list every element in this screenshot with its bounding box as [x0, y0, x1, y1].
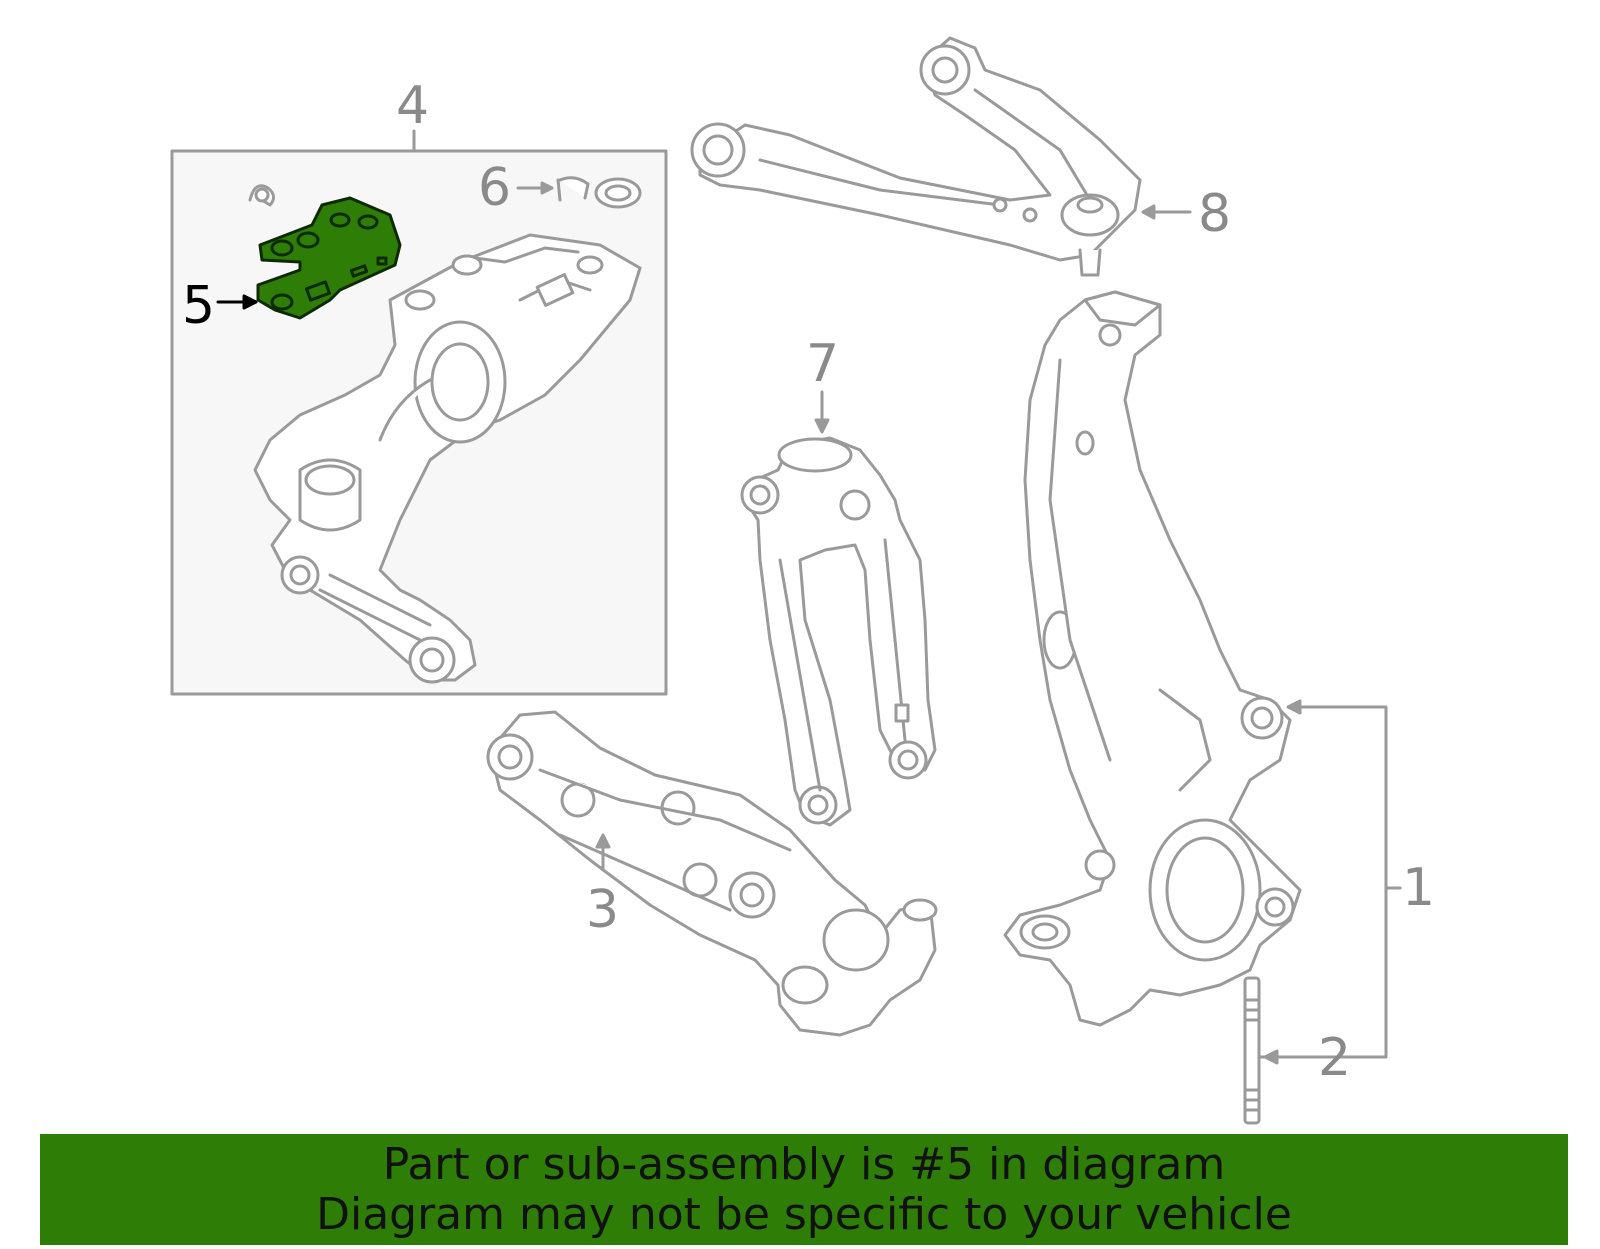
- part-3-lower-control-arm: [486, 710, 938, 1037]
- banner-line-2: Diagram may not be specific to your vehi…: [316, 1189, 1292, 1240]
- lower-control-arm-assembly: [253, 233, 642, 684]
- part-5-highlighted-bracket: [256, 196, 402, 320]
- callout-label-1[interactable]: 1: [1402, 858, 1436, 918]
- callout-label-8[interactable]: 8: [1198, 184, 1232, 244]
- callout-6-arrowhead: [540, 181, 554, 195]
- callout-5-arrowhead: [242, 294, 258, 310]
- clip-part: [248, 184, 275, 207]
- callout-label-5[interactable]: 5: [182, 276, 216, 336]
- callout-label-6[interactable]: 6: [478, 158, 512, 218]
- callout-2-arrowhead: [1263, 1049, 1279, 1065]
- callout-label-3[interactable]: 3: [586, 880, 620, 940]
- callout-7-arrowhead: [814, 418, 830, 434]
- callout-label-7[interactable]: 7: [806, 334, 840, 394]
- callout-1-bracket: [1258, 705, 1388, 1059]
- callout-3-arrowhead: [595, 833, 611, 849]
- callout-1-arrowhead: [1286, 699, 1302, 715]
- info-banner: Part or sub-assembly is #5 in diagram Di…: [40, 1134, 1568, 1245]
- banner-line-1: Part or sub-assembly is #5 in diagram: [382, 1139, 1226, 1190]
- part-7-suspension-fork: [740, 436, 937, 827]
- callout-8-arrowhead: [1141, 204, 1156, 220]
- part-8-upper-control-arm: [690, 36, 1142, 277]
- callout-label-2[interactable]: 2: [1318, 1028, 1352, 1088]
- part-6-bolt-washer: [556, 176, 642, 209]
- callout-label-4[interactable]: 4: [396, 76, 430, 136]
- part-1-steering-knuckle: [1003, 290, 1302, 1027]
- part-2-stud: [1243, 976, 1261, 1125]
